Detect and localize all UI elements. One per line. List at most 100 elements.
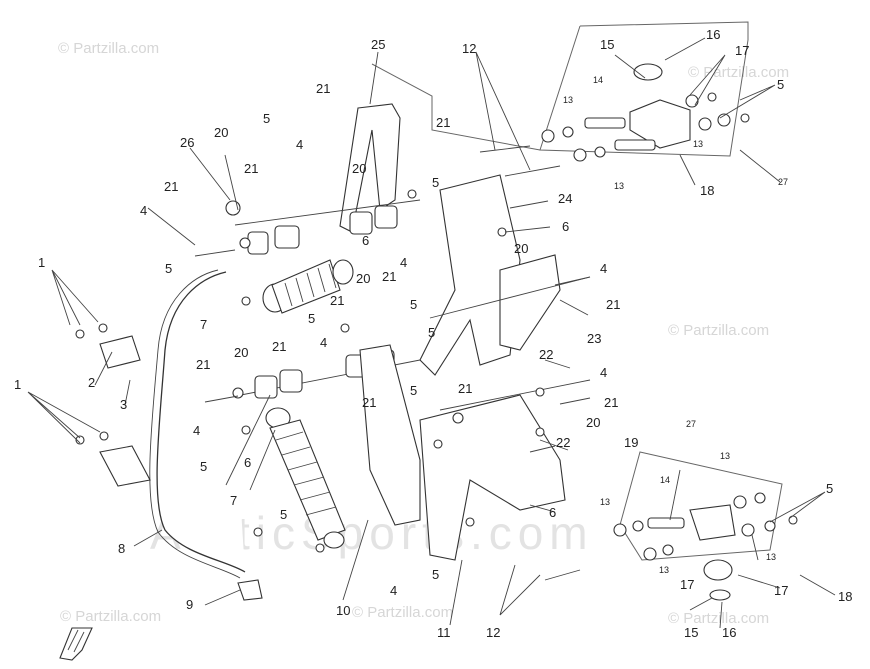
callout-5: 5 [263, 111, 271, 126]
callout-21: 21 [458, 381, 473, 396]
washers [232, 189, 545, 553]
bushing [247, 231, 269, 255]
callout-21: 21 [436, 115, 451, 130]
leader-lines [27, 37, 836, 629]
watermark-partzilla: © Partzilla.com [668, 322, 770, 339]
callout-21: 21 [604, 395, 619, 410]
front-direction-arrow-icon [59, 627, 93, 661]
callout-27: 27 [686, 419, 697, 429]
callout-16: 16 [722, 625, 737, 640]
callout-14: 14 [593, 75, 604, 85]
callout-21: 21 [330, 293, 345, 308]
callout-13: 13 [720, 451, 731, 461]
bushing-clamp-upper [99, 335, 141, 369]
callout-8: 8 [118, 541, 126, 556]
watermark-partzilla: © Partzilla.com [668, 610, 770, 627]
bolt [99, 431, 109, 441]
pin-12 [479, 145, 531, 153]
callout-5: 5 [308, 311, 316, 326]
callout-23: 23 [587, 331, 602, 346]
callout-20: 20 [234, 345, 249, 360]
watermark-partzilla: © Partzilla.com [352, 604, 454, 621]
callout-5: 5 [410, 383, 418, 398]
callout-6: 6 [549, 505, 557, 520]
callout-6: 6 [562, 219, 570, 234]
lower-control-arm [359, 344, 421, 526]
callout-1: 1 [38, 255, 46, 270]
callout-22: 22 [539, 347, 554, 362]
callout-17: 17 [774, 583, 789, 598]
rear-frame-19 [419, 394, 566, 561]
callout-22: 22 [556, 435, 571, 450]
shaft-4 [429, 276, 591, 319]
watermark-partzilla: © Partzilla.com [60, 608, 162, 625]
callout-12: 12 [462, 41, 477, 56]
callout-5: 5 [200, 459, 208, 474]
center-frame [419, 174, 521, 376]
shaft-4 [439, 379, 591, 411]
callout-21: 21 [362, 395, 377, 410]
callout-18: 18 [838, 589, 853, 604]
callout-5: 5 [432, 175, 440, 190]
bushing-clamp-lower [99, 445, 151, 487]
callout-1: 1 [14, 377, 22, 392]
bracket-outline [371, 63, 541, 151]
callout-17: 17 [735, 43, 750, 58]
bolt [554, 276, 591, 286]
callout-6: 6 [244, 455, 252, 470]
upper-shaft [234, 199, 421, 226]
callout-14: 14 [660, 475, 671, 485]
callout-5: 5 [777, 77, 785, 92]
bolt [559, 397, 591, 405]
callout-4: 4 [600, 261, 608, 276]
callout-21: 21 [196, 357, 211, 372]
watermark-partzilla: © Partzilla.com [58, 40, 160, 57]
bushing [274, 225, 300, 249]
callout-15: 15 [684, 625, 699, 640]
callout-20: 20 [586, 415, 601, 430]
front-direction-arrow-hatch [67, 629, 85, 653]
callout-5: 5 [410, 297, 418, 312]
callout-3: 3 [120, 397, 128, 412]
callout-4: 4 [140, 203, 148, 218]
lower-shock-absorber [265, 407, 346, 549]
bushing [349, 211, 373, 235]
callout-16: 16 [706, 27, 721, 42]
callout-4: 4 [400, 255, 408, 270]
upper-shock-absorber [262, 259, 354, 314]
callout-7: 7 [230, 493, 238, 508]
bolt [98, 323, 108, 333]
callout-13: 13 [659, 565, 670, 575]
callout-9: 9 [186, 597, 194, 612]
lower-hub-frame [619, 451, 783, 561]
lower-hub-assembly [613, 492, 798, 601]
callout-21: 21 [382, 269, 397, 284]
callout-24: 24 [558, 191, 573, 206]
callout-5: 5 [165, 261, 173, 276]
callout-5: 5 [280, 507, 288, 522]
callout-25: 25 [371, 37, 386, 52]
callout-17: 17 [680, 577, 695, 592]
callout-26: 26 [180, 135, 195, 150]
bolt [204, 395, 239, 403]
callout-5: 5 [428, 325, 436, 340]
callout-13: 13 [614, 181, 625, 191]
callout-5: 5 [826, 481, 834, 496]
callout-4: 4 [390, 583, 398, 598]
upper-hub-frame [539, 21, 749, 157]
stabilizer-bar [156, 271, 246, 573]
bushing [374, 205, 398, 229]
callout-21: 21 [606, 297, 621, 312]
callout-27: 27 [778, 177, 789, 187]
callout-13: 13 [693, 139, 704, 149]
pin-12 [504, 165, 561, 177]
callout-18: 18 [700, 183, 715, 198]
link-end [237, 579, 263, 601]
bushing [279, 369, 303, 393]
callout-4: 4 [296, 137, 304, 152]
callout-15: 15 [600, 37, 615, 52]
callout-6: 6 [362, 233, 370, 248]
callout-10: 10 [336, 603, 351, 618]
